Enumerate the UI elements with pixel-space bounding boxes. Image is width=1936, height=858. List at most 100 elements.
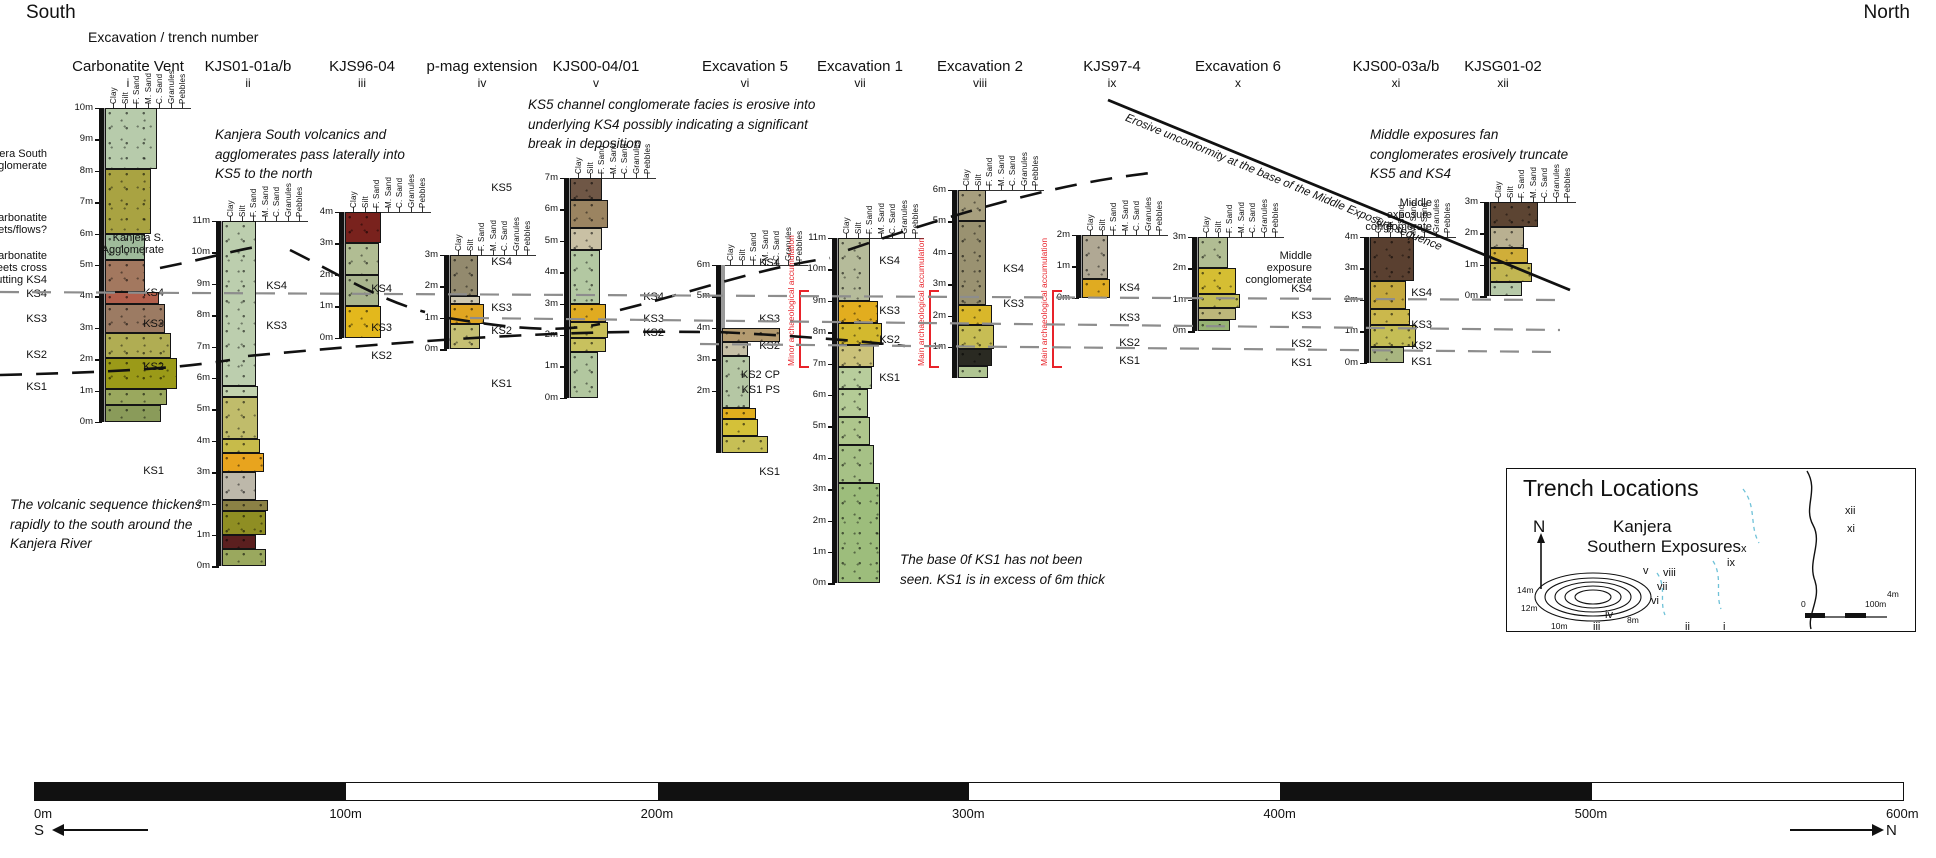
depth-label-kjsg01-02-3: 0m bbox=[1464, 290, 1478, 302]
red-exc5-bracket bbox=[799, 290, 809, 368]
depth-tick bbox=[948, 284, 955, 286]
inset-roman-i[interactable]: i bbox=[1723, 621, 1726, 633]
depth-tick bbox=[212, 503, 219, 505]
depth-tick bbox=[95, 233, 102, 235]
depth-tick bbox=[440, 286, 447, 288]
column-spine-dark-excavation-6 bbox=[1192, 237, 1197, 332]
depth-label-carbonatite-vent-10: 0m bbox=[79, 416, 93, 427]
grainsize-tick bbox=[1389, 232, 1391, 237]
grainsize-tick bbox=[492, 250, 494, 255]
depth-tick bbox=[440, 317, 447, 320]
depth-tick bbox=[828, 489, 835, 491]
grainsize-axis-kjs00-0401 bbox=[570, 178, 656, 180]
bed-kjs97-4-1 bbox=[1082, 235, 1108, 279]
grainsize-tick bbox=[1532, 197, 1534, 202]
unit-label-carbonatite-vent-0: Kanjera South Agglomerate bbox=[0, 148, 47, 172]
depth-label-kjsg01-02-0: 3m bbox=[1464, 196, 1478, 207]
inset-roman-viii[interactable]: viii bbox=[1663, 567, 1676, 579]
depth-label-excavation-2-2: 4m bbox=[932, 246, 946, 258]
depth-label-excavation-1-6: 5m bbox=[812, 420, 826, 432]
unit-label-excavation-1-3: KS2 CP bbox=[740, 369, 780, 381]
depth-tick bbox=[828, 426, 835, 428]
depth-label-carbonatite-vent-4: 6m bbox=[79, 227, 93, 239]
depth-label-kjs01-01ab-1: 10m bbox=[191, 246, 210, 258]
inset-roman-ii[interactable]: ii bbox=[1685, 621, 1690, 633]
depth-label-excavation-1-8: 3m bbox=[812, 483, 826, 495]
column-roman-kjs97-4: ix bbox=[1107, 76, 1117, 90]
corr-upper-a bbox=[619, 256, 831, 312]
depth-tick bbox=[1072, 266, 1079, 268]
inset-roman-iii[interactable]: iii bbox=[1593, 621, 1601, 633]
grainsize-tick bbox=[469, 250, 471, 255]
grainsize-tick bbox=[147, 103, 149, 108]
unit-label-excavation-1-2: KS2 bbox=[759, 340, 780, 352]
bed-excavation-2-5 bbox=[958, 190, 986, 222]
inset-roman-iv[interactable]: iv bbox=[1605, 609, 1613, 621]
grainsize-tick bbox=[1555, 197, 1557, 202]
depth-tick bbox=[828, 269, 835, 271]
inset-roman-ix[interactable]: ix bbox=[1727, 557, 1735, 569]
depth-label-carbonatite-vent-5: 5m bbox=[79, 259, 93, 270]
depth-label-carbonatite-vent-3: 7m bbox=[79, 196, 93, 208]
red-exc2-bracket bbox=[1052, 290, 1062, 368]
corr-ks4-c bbox=[447, 316, 601, 331]
grainsize-tick bbox=[869, 233, 871, 238]
depth-tick bbox=[95, 170, 102, 173]
bed-excavation-5-0 bbox=[722, 436, 768, 454]
grainsize-tick bbox=[741, 260, 743, 265]
corr-ks4-a bbox=[159, 244, 263, 270]
inset-place-1: Kanjera bbox=[1613, 517, 1672, 536]
depth-tick bbox=[712, 327, 719, 330]
column-roman-excavation-6: x bbox=[1235, 76, 1241, 90]
inset-north-label: N bbox=[1533, 517, 1546, 536]
depth-label-excavation-6-1: 2m bbox=[1172, 262, 1186, 274]
grainsize-tick bbox=[1544, 197, 1546, 202]
bed-kjs01-01ab-0 bbox=[222, 549, 266, 567]
bed-excavation-5-2 bbox=[722, 407, 756, 419]
grainsize-tick bbox=[730, 260, 732, 265]
grainsize-tick bbox=[1159, 230, 1161, 235]
depth-tick bbox=[95, 422, 102, 424]
column-roman-carbonatite-vent: i bbox=[126, 76, 130, 90]
column-spine-dark-pmag-extension bbox=[444, 255, 449, 350]
column-spine-dark-kjs00-0401 bbox=[564, 178, 569, 398]
inset-map[interactable]: Trench Locations N Kanjera Southern Expo… bbox=[1506, 468, 1916, 633]
depth-tick bbox=[1480, 233, 1487, 235]
depth-label-kjs01-01ab-7: 4m bbox=[196, 434, 210, 446]
bed-excavation-6-4 bbox=[1198, 237, 1228, 269]
inset-roman-v[interactable]: v bbox=[1643, 565, 1649, 577]
bed-kjs00-0401-6 bbox=[570, 199, 608, 229]
inset-contour-8m: 8m bbox=[1627, 615, 1639, 625]
depth-label-kjs96-04-0: 4m bbox=[319, 206, 333, 217]
depth-label-excavation-5-3: 3m bbox=[696, 353, 710, 365]
depth-tick bbox=[1072, 297, 1079, 300]
depth-label-excavation-2-3: 3m bbox=[932, 278, 946, 290]
grainsize-tick bbox=[624, 173, 626, 178]
unit-label-excavation-5-1: KS3 bbox=[643, 313, 664, 325]
depth-label-carbonatite-vent-9: 1m bbox=[79, 384, 93, 396]
inset-roman-xii[interactable]: xii bbox=[1845, 505, 1856, 517]
unit-label-kjsg01-02-4: KS1 bbox=[1411, 356, 1432, 368]
inset-roman-vi[interactable]: vi bbox=[1651, 595, 1659, 607]
grainsize-tick bbox=[1424, 232, 1426, 237]
unit-label-kjsg01-02-3: KS2 bbox=[1411, 340, 1432, 352]
depth-tick bbox=[212, 472, 219, 474]
grainsize-tick bbox=[1252, 232, 1254, 237]
depth-tick bbox=[828, 238, 835, 240]
depth-tick bbox=[95, 296, 102, 298]
depth-tick bbox=[560, 272, 567, 274]
inset-roman-xi[interactable]: xi bbox=[1847, 523, 1855, 535]
grainsize-tick bbox=[170, 103, 172, 108]
bed-excavation-1-2 bbox=[838, 416, 870, 446]
inset-roman-x[interactable]: x bbox=[1741, 543, 1747, 555]
inset-roman-vii[interactable]: vii bbox=[1657, 581, 1668, 593]
depth-label-pmag-extension-3: 0m bbox=[424, 343, 438, 355]
bed-kjs01-01ab-2 bbox=[222, 511, 266, 535]
grainsize-tick bbox=[1113, 230, 1115, 235]
bed-kjsg01-02-0 bbox=[1490, 282, 1522, 297]
grainsize-tick bbox=[1412, 232, 1414, 237]
unit-label-excavation-2-1: KS3 bbox=[879, 305, 900, 317]
grainsize-tick bbox=[113, 103, 115, 108]
grainsize-tick bbox=[880, 233, 882, 238]
unit-label-excavation-2-0: KS4 bbox=[879, 255, 900, 267]
